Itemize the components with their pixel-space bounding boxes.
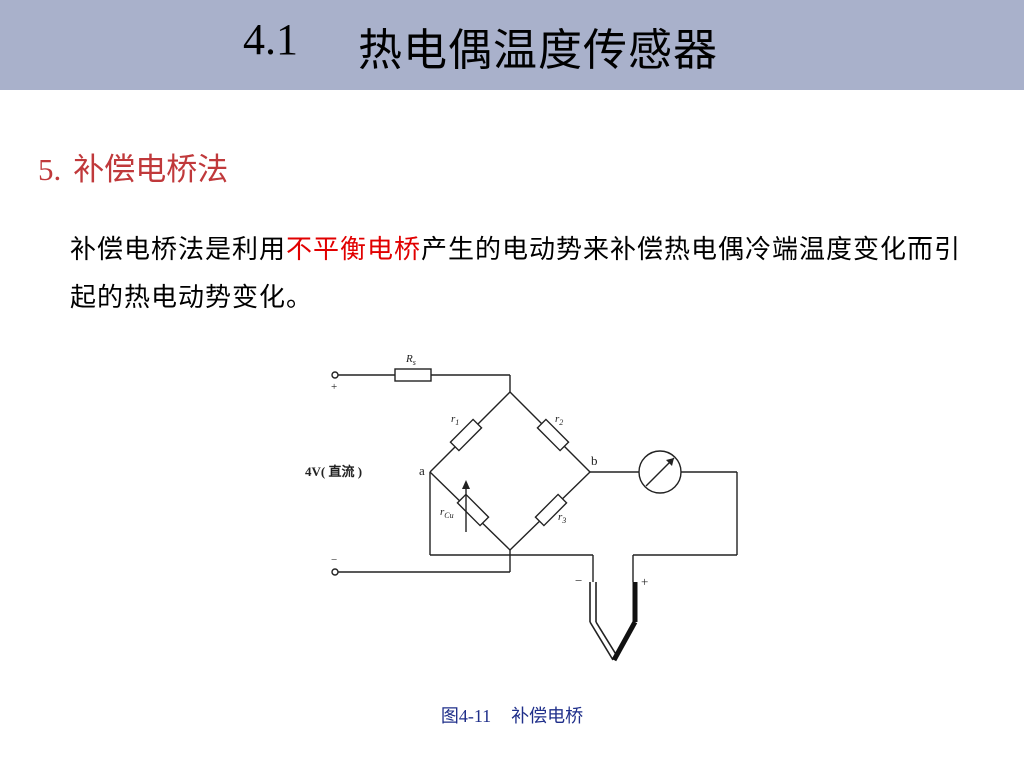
label-rcu: rCu xyxy=(440,506,454,520)
body-paragraph: 补偿电桥法是利用不平衡电桥产生的电动势来补偿热电偶冷端温度变化而引起的热电动势变… xyxy=(70,226,970,322)
thermocouple xyxy=(589,582,618,661)
resistor-rs xyxy=(394,368,432,382)
label-node-b: b xyxy=(591,453,598,468)
label-r2: r2 xyxy=(555,413,563,427)
paragraph-highlight: 不平衡电桥 xyxy=(286,235,422,265)
circuit-figure: Rs r1 r2 r3 rCu a b 4V( 直流 ) + − − + xyxy=(303,350,739,665)
section-number: 5. xyxy=(38,152,62,187)
caption-text: 补偿电桥 xyxy=(511,706,584,726)
page-title: 热电偶温度传感器 xyxy=(358,25,718,76)
caption-number: 图4-11 xyxy=(440,706,492,726)
section-title: 补偿电桥法 xyxy=(73,152,229,188)
section-heading: 5. 补偿电桥法 xyxy=(38,144,228,189)
figure-caption: 图4-11 补偿电桥 xyxy=(0,702,1024,728)
label-tc-minus: − xyxy=(575,573,582,588)
terminal-positive xyxy=(331,371,339,379)
label-minus-bottom: − xyxy=(331,554,337,566)
label-node-a: a xyxy=(419,463,425,478)
terminal-negative xyxy=(331,568,339,576)
paragraph-text-2: 产生的电动势来补偿热电偶冷端温度变化而引起的热电动势变化。 xyxy=(70,235,962,313)
title-bar: 4.1 热电偶温度传感器 xyxy=(0,0,1024,90)
label-r3: r3 xyxy=(558,511,566,525)
chapter-number: 4.1 xyxy=(243,15,298,64)
compensation-bridge-diagram: Rs r1 r2 r3 rCu a b 4V( 直流 ) + − − + xyxy=(305,353,738,662)
label-tc-plus: + xyxy=(641,574,648,589)
label-supply: 4V( 直流 ) xyxy=(305,464,362,479)
label-plus-top: + xyxy=(331,381,337,393)
label-r1: r1 xyxy=(451,413,459,427)
label-rs: Rs xyxy=(405,353,416,367)
paragraph-text-1: 补偿电桥法是利用 xyxy=(70,235,287,265)
